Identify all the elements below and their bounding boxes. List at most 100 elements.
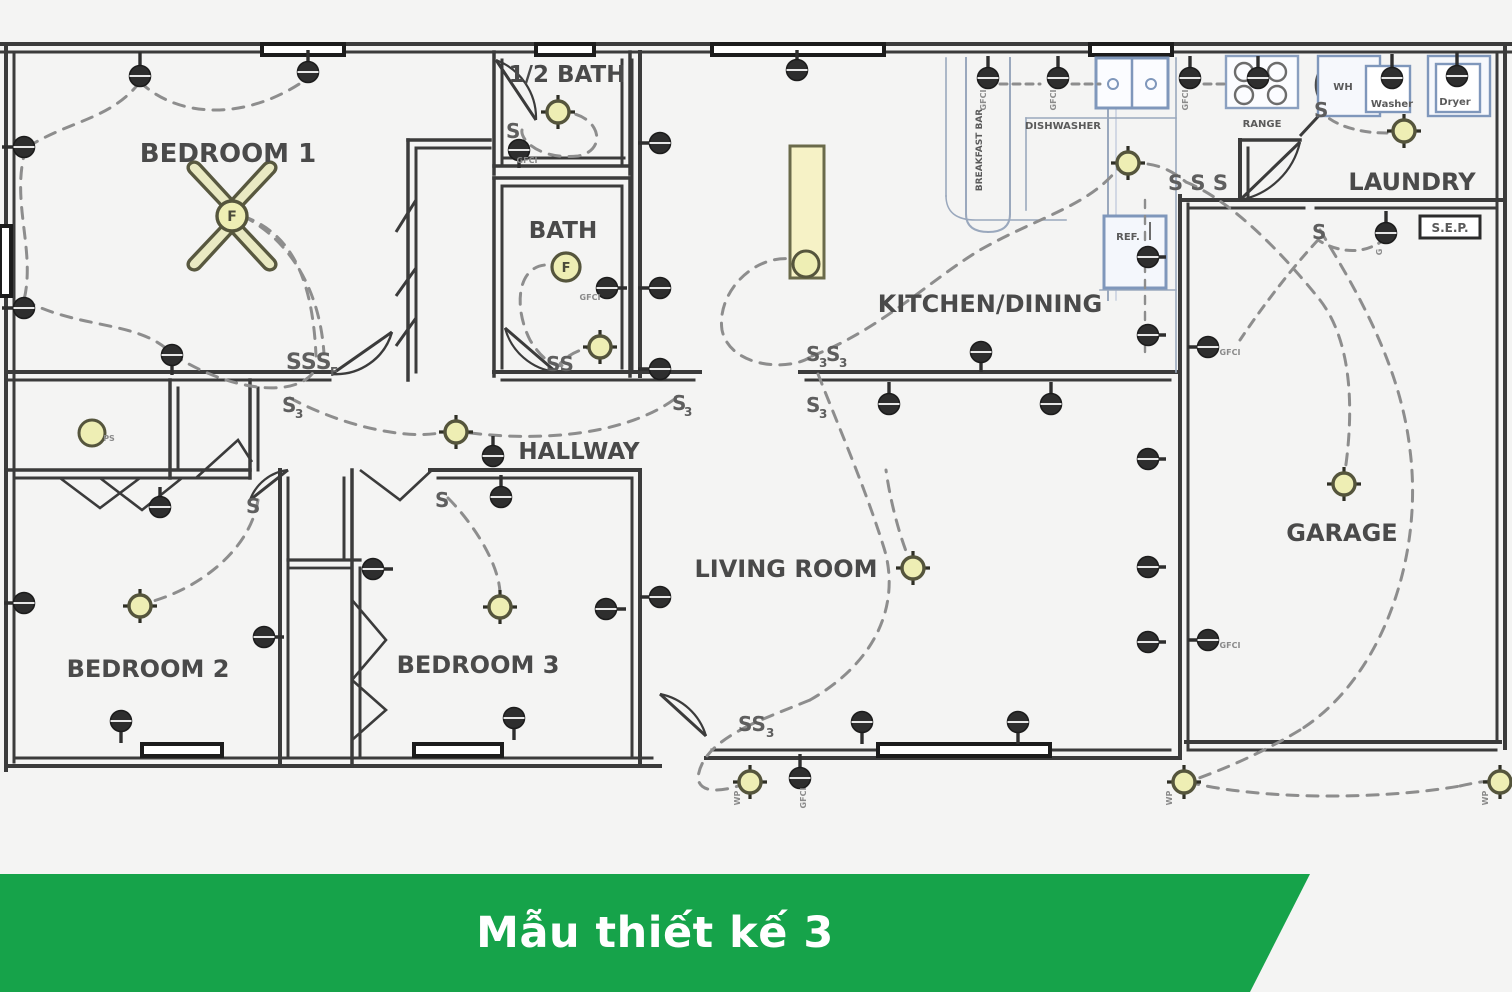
outlet-gfci <box>976 56 1000 90</box>
room-labels: BEDROOM 1 1/2 BATH BATH KITCHEN/DINING L… <box>67 62 1477 683</box>
room-label-bedroom-1: BEDROOM 1 <box>140 139 316 169</box>
outlet <box>296 50 320 84</box>
outlet <box>1136 447 1166 471</box>
room-label-kitchen-dining: KITCHEN/DINING <box>878 290 1103 318</box>
room-label-half-bath: 1/2 BATH <box>509 62 626 88</box>
svg-text:S: S <box>672 391 686 415</box>
appliance-label-breakfast-bar: BREAKFAST BAR <box>975 109 985 192</box>
outlet <box>109 709 133 743</box>
tag-wp-exterior-left: WP <box>733 791 742 806</box>
svg-text:S: S <box>806 342 820 366</box>
room-label-garage: GARAGE <box>1286 519 1397 547</box>
svg-text:3: 3 <box>819 356 827 370</box>
lighting-fixtures: F F <box>77 93 1512 801</box>
svg-text:S: S <box>806 393 820 417</box>
appliance-labels: BREAKFAST BAR DISHWASHER RANGE REF. WH W… <box>975 82 1471 243</box>
outlet-dryer <box>1445 52 1469 88</box>
outlets-group <box>2 50 1469 790</box>
outlet <box>2 135 36 159</box>
outlet-gfci <box>1178 56 1202 90</box>
window-bedroom3-bottom <box>412 742 504 758</box>
tag-gfci-kitchen-3: GFCI <box>1181 90 1190 111</box>
outlet <box>638 357 672 381</box>
svg-text:3: 3 <box>766 726 774 740</box>
svg-text:SSS: SSS <box>286 350 332 375</box>
tag-gfci-kitchen-2: GFCI <box>1049 90 1058 111</box>
outlet <box>1039 382 1063 416</box>
room-label-bedroom-2: BEDROOM 2 <box>67 655 230 683</box>
outlet <box>361 557 393 581</box>
outlet <box>785 50 809 82</box>
switch-labels: S SSS F S 3 SS S 3 S S S 3 S 3 S 3 SS 3 <box>246 98 1328 740</box>
outlet <box>1136 323 1166 347</box>
room-label-hallway: HALLWAY <box>518 439 640 465</box>
windows <box>0 42 1174 758</box>
tag-gfci-garage-2: GFCI <box>1220 641 1241 650</box>
service-entrance-panel <box>1418 214 1482 240</box>
room-label-bedroom-3: BEDROOM 3 <box>397 651 560 679</box>
bath-exhaust-fan: F <box>550 251 582 283</box>
outlet-range <box>1246 56 1270 90</box>
svg-text:3: 3 <box>839 356 847 370</box>
tag-gfci-exterior: GFCI <box>799 788 808 809</box>
switch-label-hall-3way-right: S 3 <box>672 391 692 419</box>
switch-label-living-upper: S 3 S 3 <box>806 342 847 370</box>
svg-text:S: S <box>282 393 296 417</box>
outlet <box>638 276 672 300</box>
tag-gfci-bath: GFCI <box>580 293 601 302</box>
appliance-label-dryer: Dryer <box>1439 97 1471 108</box>
outlet-gfci <box>1188 335 1220 359</box>
outlet <box>969 340 993 372</box>
outlet <box>160 343 184 375</box>
svg-text:S: S <box>826 342 840 366</box>
svg-text:3: 3 <box>684 405 692 419</box>
switch-label-living-lower: S 3 <box>806 393 827 421</box>
window-living-bottom <box>876 742 1052 758</box>
outlet-laundry <box>1374 211 1398 245</box>
floor-plan-container: F F BEDROOM 1 1/2 BATH BATH KITCHEN/DINI… <box>0 42 1512 809</box>
outlet-small-labels: GFCI GFCI PS GFCI GFCI GFCI GFCI GFCI GF… <box>103 90 1490 809</box>
outlet-refrigerator <box>1136 245 1166 269</box>
appliance-label-dishwasher: DISHWASHER <box>1025 121 1101 132</box>
tag-wp-garage-right: WP <box>1481 791 1490 806</box>
svg-text:F: F <box>562 261 571 276</box>
svg-text:SS: SS <box>738 712 766 736</box>
outlet <box>481 436 505 468</box>
appliance-label-refrigerator: REF. <box>1116 232 1140 243</box>
tag-laundry-outlet: G <box>1375 249 1384 256</box>
switch-label-bedroom2: S <box>246 494 260 518</box>
window-bedroom1-top <box>260 42 346 57</box>
svg-text:3: 3 <box>819 407 827 421</box>
outlet <box>638 131 672 155</box>
outlet-gfci <box>1046 56 1070 90</box>
window-bedroom2-bottom <box>140 742 224 758</box>
switch-label-bedroom3: S <box>435 488 449 512</box>
appliance-label-water-heater: WH <box>1333 82 1352 93</box>
switch-label-halfbath: S <box>506 119 520 143</box>
room-label-laundry: LAUNDRY <box>1348 168 1476 196</box>
outlet <box>594 597 626 621</box>
outlet <box>502 706 526 740</box>
window-bedroom1-left <box>0 224 13 298</box>
caption-banner <box>0 874 1512 992</box>
switch-label-living-entry: SS 3 <box>738 712 774 740</box>
tag-gfci-garage-1: GFCI <box>1220 348 1241 357</box>
banner-shape <box>0 874 1310 992</box>
room-label-living-room: LIVING ROOM <box>694 555 877 583</box>
outlet <box>4 591 36 615</box>
appliance-label-range: RANGE <box>1243 119 1282 130</box>
outlet <box>1006 710 1030 744</box>
pantry-light <box>791 249 821 279</box>
appliance-label-service-panel: S.E.P. <box>1431 221 1468 235</box>
tag-closet-light: PS <box>103 434 115 443</box>
window-kitchen-top <box>1088 42 1174 57</box>
outlet-gfci-exterior <box>788 754 812 790</box>
outlet-gfci <box>595 276 627 300</box>
outlet <box>252 625 284 649</box>
switch-label-laundry: S <box>1314 98 1328 122</box>
outlet <box>2 296 36 320</box>
svg-text:F: F <box>227 209 237 225</box>
svg-text:F: F <box>330 365 338 379</box>
doors <box>59 58 1328 741</box>
outlet-gfci <box>1188 628 1220 652</box>
